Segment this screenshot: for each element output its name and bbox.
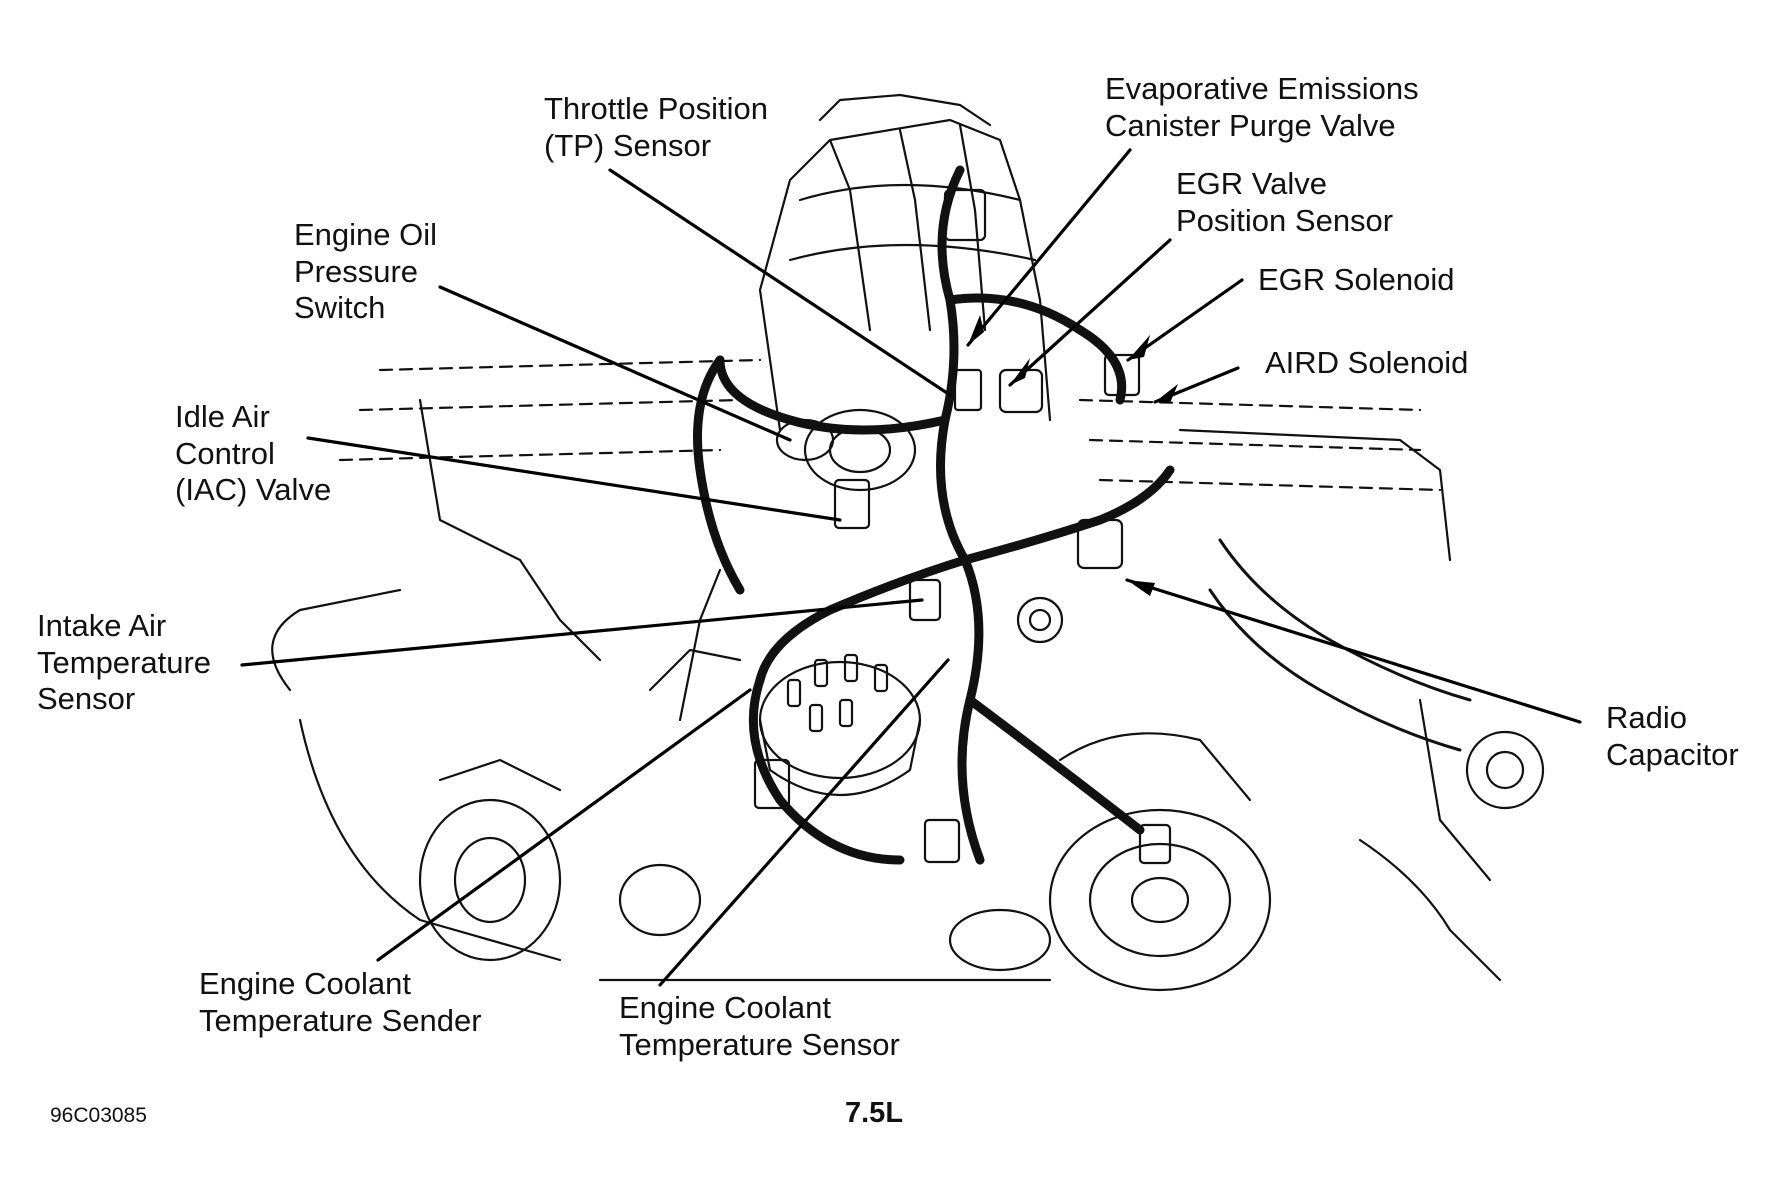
- air-intake-housing: [758, 118, 1052, 432]
- arrow-egr-solenoid: [1128, 335, 1150, 360]
- leader-egr-valve-position: [1008, 238, 1172, 387]
- leader-coolant-temp-sensor: [658, 658, 950, 987]
- radiator-support-right: [1078, 398, 1442, 492]
- leader-coolant-temp-sender: [376, 688, 752, 962]
- distributor-towers: [786, 653, 889, 733]
- wire-harness: [936, 165, 985, 865]
- leader-idle-air-control: [306, 436, 842, 522]
- leader-intake-air-temp: [240, 598, 924, 667]
- arrow-radio-capacitor: [1127, 580, 1155, 596]
- egr-valve: [1016, 596, 1064, 644]
- oil-fill-cap: [1465, 730, 1545, 810]
- leader-evap-purge-valve: [966, 148, 1132, 347]
- arrow-evap-purge-valve: [968, 315, 984, 345]
- figure-code: 96C03085: [50, 1104, 147, 1127]
- leader-radio-capacitor: [1125, 578, 1582, 724]
- engine-size-label: 7.5L: [845, 1097, 904, 1129]
- leader-engine-oil-pressure: [438, 285, 792, 442]
- label-egr-solenoid: EGR Solenoid: [1258, 262, 1455, 297]
- label-aird-solenoid: AIRD Solenoid: [1265, 345, 1469, 380]
- ac-compressor: [1048, 808, 1272, 992]
- leader-egr-solenoid: [1126, 278, 1244, 362]
- alternator: [418, 798, 562, 962]
- arrow-egr-valve-position: [1010, 358, 1030, 385]
- leader-throttle-position: [608, 168, 952, 397]
- label-throttle-position: Throttle Position(TP) Sensor: [544, 91, 768, 163]
- throttle-body: [803, 408, 917, 492]
- radiator-hose: [1218, 538, 1472, 702]
- radiator-support-left: [338, 358, 762, 462]
- arrow-aird-solenoid: [1155, 384, 1178, 403]
